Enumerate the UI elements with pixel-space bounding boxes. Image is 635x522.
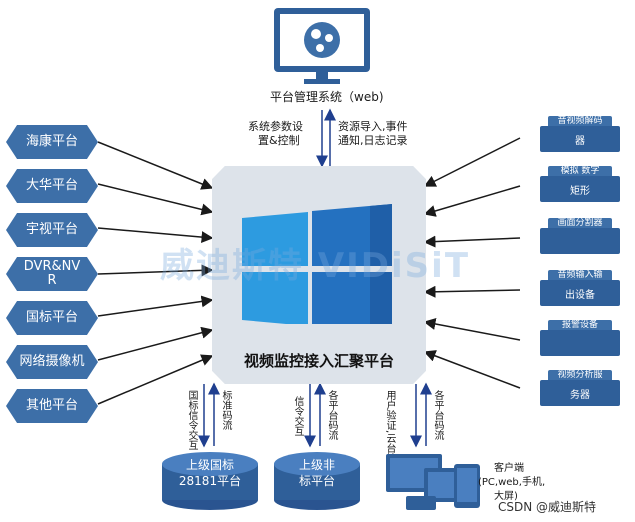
device-alarm: 报警设备: [540, 320, 620, 356]
device-matrix-label: 矩形: [570, 185, 590, 197]
arrow-dahua: [97, 183, 214, 216]
device-audio: 音频输入输 出设备: [540, 270, 620, 306]
b2-left-caption: 信令交互: [292, 396, 303, 436]
device-decoder-body: [540, 126, 620, 152]
client-label-2: (PC,web,手机,: [478, 477, 546, 488]
client-label-1: 客户端: [494, 463, 524, 474]
watermark: 威迪斯特 VIDiSiT: [160, 246, 471, 286]
arrow-camera: [97, 326, 214, 361]
device-decoder-top: 音视频解码: [548, 116, 612, 126]
device-matrix: 模拟 数字 矩形: [540, 166, 620, 202]
device-decoder-label: 器: [575, 135, 585, 147]
device-audio-label: 出设备: [565, 289, 595, 301]
disk1-line1: 上级国标: [185, 458, 234, 472]
device-splitter-body: [540, 228, 620, 254]
device-analysis-top: 视频分析服: [548, 370, 612, 380]
top-down-label-1: 系统参数设: [248, 120, 303, 133]
device-splitter-label: [540, 228, 620, 254]
device-alarm-label: [540, 330, 620, 356]
device-alarm-top: 报警设备: [548, 320, 612, 330]
disk2-line2: 标平台: [298, 474, 335, 488]
device-matrix-body: [540, 176, 620, 202]
device-analysis-body: [540, 380, 620, 406]
source-camera: 网络摄像机: [6, 345, 98, 379]
device-alarm-body: [540, 330, 620, 356]
b1-left-caption: 国标信令交互: [186, 390, 197, 450]
device-audio-top: 音频输入输: [548, 270, 612, 280]
source-other: 其他平台: [6, 389, 98, 423]
arrow-alarm: [423, 318, 521, 341]
client-devices-icon: [386, 454, 480, 510]
windows-logo: [242, 204, 392, 324]
source-dvr-label: DVR&NVR: [23, 259, 81, 288]
arrow-audio: [423, 285, 521, 298]
arrow-matrix: [423, 185, 521, 217]
b3-left-caption: 用户验证,云台控制等: [384, 390, 395, 484]
device-matrix-top: 模拟 数字: [548, 166, 612, 176]
arrow-yushi: [97, 227, 214, 244]
arrow-analysis: [423, 350, 521, 389]
device-audio-body: [540, 280, 620, 306]
arrow-dec: [423, 137, 521, 187]
monitor-icon: [274, 8, 370, 84]
disk-upper-gb: [162, 452, 258, 510]
source-dvr: DVR&NVR: [6, 257, 98, 291]
arrow-dvr: [97, 264, 214, 277]
arrow-haikang: [97, 141, 214, 190]
center-hub: 视频监控接入汇聚平台: [212, 166, 426, 384]
arrow-other: [97, 354, 214, 405]
device-splitter: 画面分割器: [540, 218, 620, 254]
disk-upper-nonstd: [274, 452, 360, 510]
client-label-3: 大屏): [494, 491, 518, 502]
disk2-line1: 上级非: [298, 458, 335, 472]
device-analysis: 视频分析服 务器: [540, 370, 620, 406]
b3-right-caption: 各平台码流: [432, 390, 443, 440]
source-guobiao: 国标平台: [6, 301, 98, 335]
disk1-line2: 28181平台: [178, 474, 242, 488]
device-analysis-label: 务器: [570, 389, 590, 401]
source-haikang: 海康平台: [6, 125, 98, 159]
top-up-label-2: 通知,日志记录: [338, 134, 408, 147]
device-splitter-top: 画面分割器: [548, 218, 612, 228]
center-title: 视频监控接入汇聚平台: [243, 352, 394, 370]
top-down-label-2: 置&控制: [258, 134, 300, 147]
top-up-label-1: 资源导入,事件: [338, 120, 408, 133]
monitor-label: 平台管理系统（web): [270, 90, 384, 104]
b2-right-caption: 各平台码流: [326, 390, 337, 440]
arrow-split: [423, 235, 521, 248]
source-yushi: 宇视平台: [6, 213, 98, 247]
b1-right-caption: 标准码流: [220, 390, 231, 430]
arrow-guobiao: [97, 295, 214, 317]
device-decoder: 音视频解码 器: [540, 116, 620, 152]
footer-credit: CSDN @威迪斯特: [498, 500, 597, 514]
source-dahua: 大华平台: [6, 169, 98, 203]
